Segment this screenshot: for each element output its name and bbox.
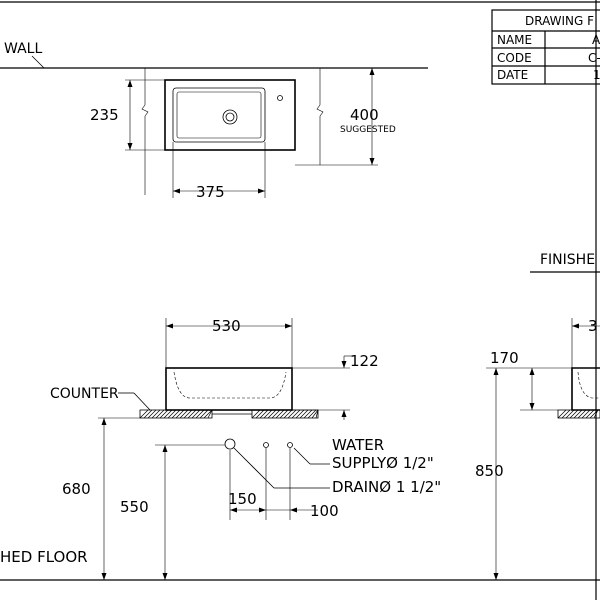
counter-hatch xyxy=(163,409,173,419)
counter-hatch xyxy=(287,409,297,419)
drain-pipe xyxy=(224,438,236,450)
counter-hatch xyxy=(561,409,571,419)
water-label: WATER xyxy=(332,436,384,454)
supply-label: SUPPLYØ 1/2" xyxy=(332,454,434,472)
counter-hatch xyxy=(155,409,165,419)
wall-leader xyxy=(31,55,45,69)
counter-hatch xyxy=(291,409,301,419)
counter-hatch xyxy=(565,409,575,419)
counter-hatch xyxy=(593,409,599,419)
counter-hatch xyxy=(147,409,157,419)
title-block-code-value: C- xyxy=(588,51,600,65)
wall-label: WALL xyxy=(4,41,42,57)
counter-hatch xyxy=(203,409,213,419)
title-block-date-value: 1 xyxy=(593,68,600,82)
tap-hole xyxy=(277,95,283,101)
title-block-name-value: A xyxy=(592,33,600,47)
drain-label: DRAINØ 1 1/2" xyxy=(332,478,441,496)
supply-pipe-2 xyxy=(287,442,293,448)
counter-hatch xyxy=(557,409,567,419)
counter-hatch xyxy=(175,409,185,419)
floor-label: HED FLOOR xyxy=(0,548,88,566)
plan-view: WALL 235 375 400 SUG xyxy=(0,41,428,201)
counter-hatch xyxy=(167,409,177,419)
title-block-heading: DRAWING F xyxy=(525,14,594,28)
counter-hatch xyxy=(139,409,149,419)
counter-hatch xyxy=(569,409,579,419)
counter-hatch xyxy=(279,409,289,419)
counter-hatch xyxy=(283,409,293,419)
counter-hatch xyxy=(263,409,273,419)
counter-hatch xyxy=(151,409,161,419)
finished-label: FINISHE xyxy=(540,252,595,268)
counter-hatch xyxy=(199,409,209,419)
counter xyxy=(139,409,319,419)
dim-plan-depth: 235 xyxy=(90,106,119,124)
title-block: DRAWING F NAME A CODE C- DATE 1 xyxy=(491,9,600,85)
dim-counter-height: 680 xyxy=(62,480,91,498)
bowl-hidden-line xyxy=(173,371,287,399)
dim-spacing-b: 100 xyxy=(310,502,339,520)
counter-hatch xyxy=(577,409,587,419)
dim-side-counter-height: 850 xyxy=(475,462,504,480)
front-view: 530 122 COUNTER 680 5 xyxy=(0,317,441,580)
counter-hatch xyxy=(183,409,193,419)
counter-hatch xyxy=(207,409,213,419)
counter-hatch xyxy=(315,409,319,419)
counter-hatch xyxy=(299,409,309,419)
counter-hatch xyxy=(255,409,265,419)
title-block-name-label: NAME xyxy=(497,33,532,47)
counter-hatch xyxy=(195,409,205,419)
counter-hatch xyxy=(171,409,181,419)
counter-hatch xyxy=(311,409,319,419)
title-block-code-label: CODE xyxy=(497,51,532,65)
basin-bowl xyxy=(172,87,266,143)
counter-hatch xyxy=(187,409,197,419)
dim-plan-width: 375 xyxy=(196,183,225,201)
counter-hatch xyxy=(275,409,285,419)
counter-hatch xyxy=(259,409,269,419)
dim-side-top: 3 xyxy=(588,317,598,335)
title-block-date-label: DATE xyxy=(497,68,528,82)
dim-front-width: 530 xyxy=(212,317,241,335)
counter-hatch xyxy=(307,409,317,419)
counter-hatch xyxy=(295,409,305,419)
dim-rim: 122 xyxy=(350,352,379,370)
supply-pipe-1 xyxy=(263,442,269,448)
suggested-label: SUGGESTED xyxy=(340,125,396,135)
dim-plan-suggested: 400 xyxy=(350,106,379,124)
counter-hatch xyxy=(179,409,189,419)
basin-outline xyxy=(164,79,296,151)
counter-hatch xyxy=(585,409,595,419)
counter-hatch xyxy=(573,409,583,419)
counter-hatch xyxy=(267,409,277,419)
drain-hole xyxy=(222,109,238,125)
counter-label: COUNTER xyxy=(50,386,119,402)
side-view: FINISHE 3 170 850 xyxy=(475,252,600,580)
counter-hatch xyxy=(271,409,281,419)
dim-spacing-a: 150 xyxy=(228,490,257,508)
counter-hatch xyxy=(143,409,153,419)
counter-hatch xyxy=(589,409,599,419)
dim-side-height: 170 xyxy=(490,349,519,367)
basin-front xyxy=(165,367,293,411)
dim-supply-height: 550 xyxy=(120,498,149,516)
counter-hatch xyxy=(303,409,313,419)
counter-hatch xyxy=(581,409,591,419)
counter-hatch xyxy=(159,409,169,419)
counter-hatch xyxy=(251,409,261,419)
counter-hatch xyxy=(191,409,201,419)
